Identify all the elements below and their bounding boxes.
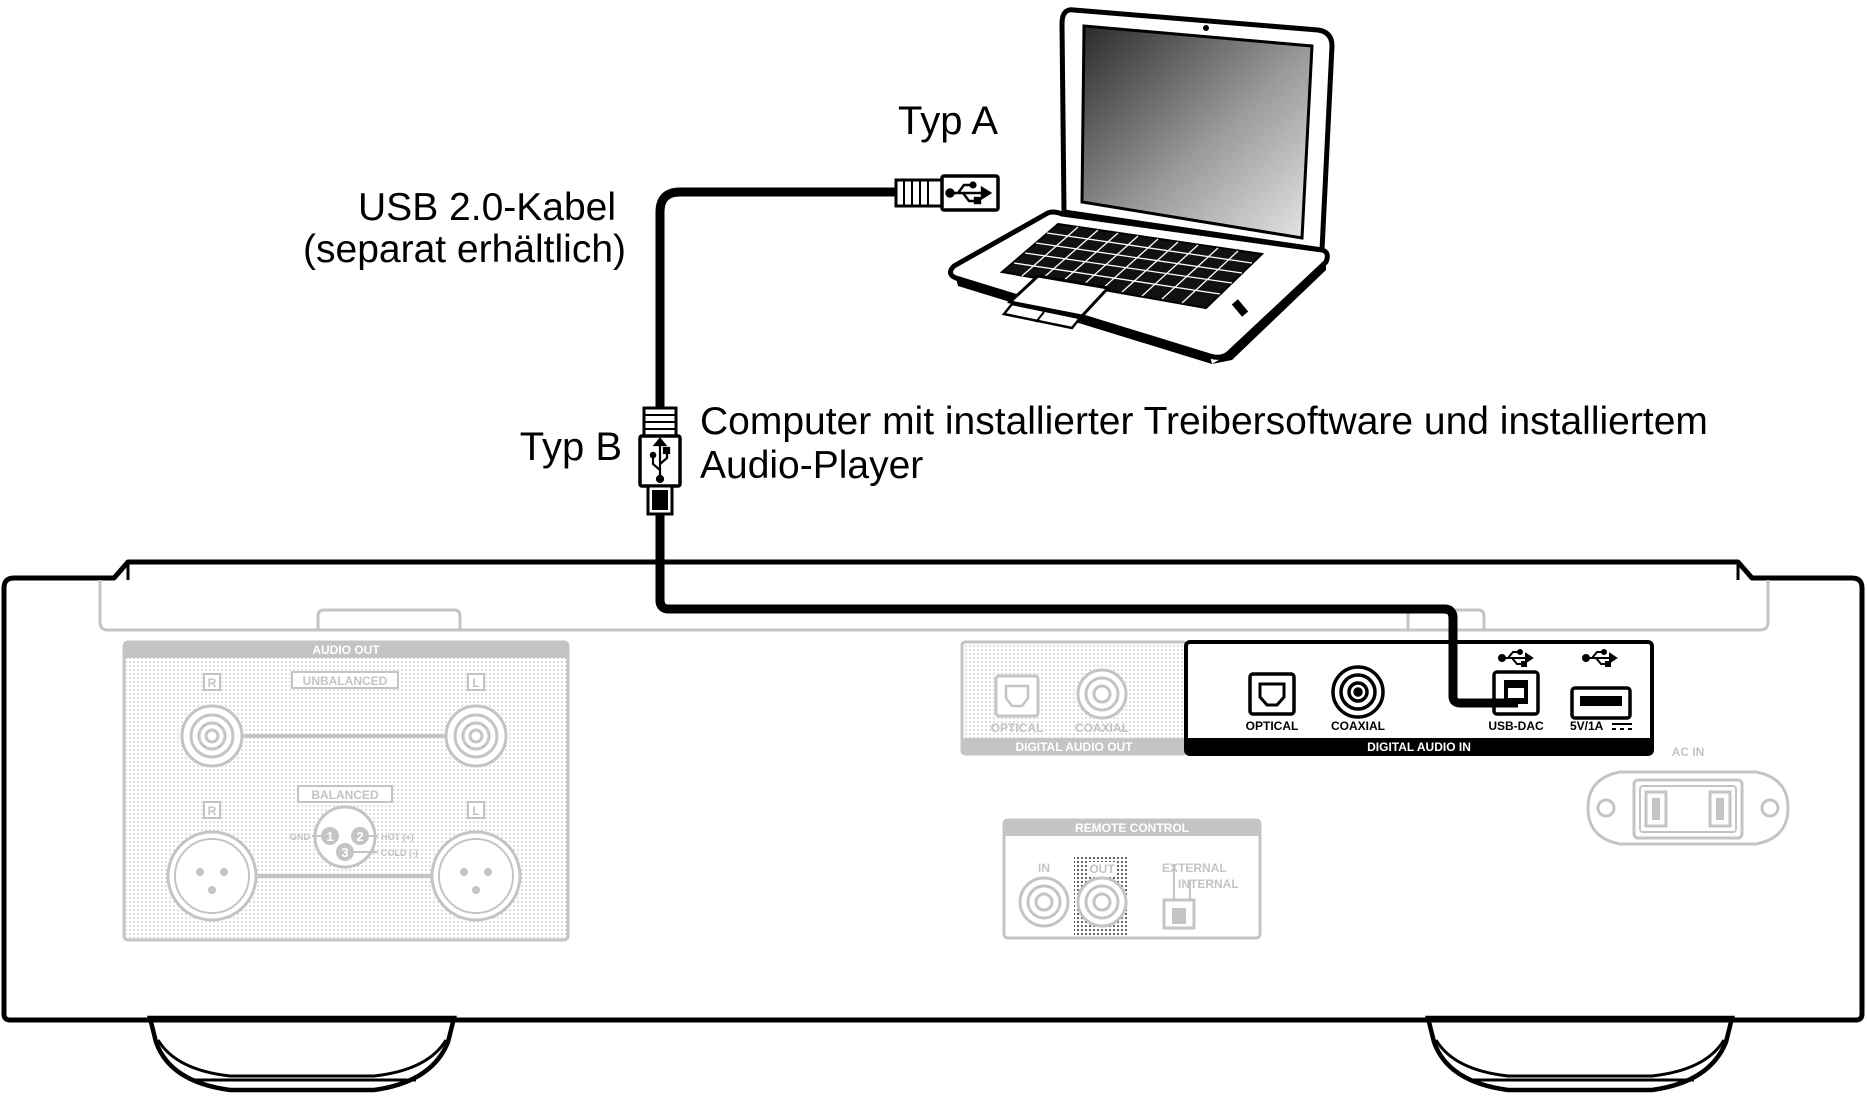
type-a-label: Typ A	[898, 99, 998, 143]
usb-symbol-icon	[945, 181, 993, 205]
optical-out-label: OPTICAL	[991, 721, 1044, 735]
dc-symbol-icon	[1612, 723, 1632, 730]
digital-audio-in-title: DIGITAL AUDIO IN	[1367, 740, 1471, 754]
unbalanced-label: UNBALANCED	[303, 674, 388, 688]
cold-label: COLD (-)	[381, 848, 418, 858]
balanced-l-label: L	[472, 804, 479, 818]
balanced-label: BALANCED	[311, 788, 379, 802]
usb-power-port[interactable]	[1570, 686, 1632, 720]
xlr-balanced-l[interactable]	[430, 830, 522, 922]
optical-in-port[interactable]	[1248, 672, 1296, 716]
gnd-label: GND	[290, 832, 311, 842]
remote-in-jack[interactable]	[1018, 876, 1070, 928]
type-b-label: Typ B	[520, 425, 622, 469]
digital-audio-out-section: DIGITAL AUDIO OUT OPTICAL COAXIAL	[960, 640, 1188, 756]
coaxial-out-port[interactable]	[1076, 668, 1128, 720]
digital-audio-out-title: DIGITAL AUDIO OUT	[1015, 740, 1133, 754]
coaxial-out-label: COAXIAL	[1075, 721, 1129, 735]
laptop-keyboard	[999, 222, 1265, 310]
usb-type-a-plug	[894, 174, 1000, 212]
remote-in-label: IN	[1038, 861, 1050, 875]
usb-symbol-icon	[649, 437, 671, 484]
device-foot-left	[147, 1015, 457, 1093]
pin-2-label: 2	[356, 829, 363, 844]
computer-label-line1: Computer mit installierter Treibersoftwa…	[700, 400, 1708, 443]
ac-in-label: AC IN	[1672, 745, 1705, 759]
remote-mode-switch[interactable]	[1162, 898, 1196, 930]
unbalanced-l-label: L	[472, 676, 479, 690]
computer-label-line2: Audio-Player	[700, 444, 923, 487]
remote-internal-label: INTERNAL	[1178, 877, 1239, 891]
laptop-touchpad	[1006, 274, 1111, 318]
remote-out-label: OUT	[1089, 862, 1115, 876]
hot-label: HOT (+)	[381, 832, 414, 842]
coaxial-in-port[interactable]	[1331, 665, 1385, 719]
usb-power-label: 5V/1A	[1570, 719, 1604, 733]
balanced-r-label: R	[208, 804, 217, 818]
unbalanced-r-label: R	[208, 676, 217, 690]
xlr-pin-diagram: 1 2 3 GND HOT (+) COLD (-)	[290, 805, 418, 869]
cable-label-line1: USB 2.0-Kabel	[358, 186, 616, 229]
pin-1-label: 1	[326, 829, 333, 844]
ac-inlet[interactable]	[1586, 770, 1790, 846]
coaxial-in-label: COAXIAL	[1331, 719, 1385, 733]
digital-audio-in-section: DIGITAL AUDIO IN OPTICAL COAXIAL	[1184, 640, 1654, 756]
laptop-computer	[948, 7, 1335, 364]
device-foot-right	[1425, 1015, 1735, 1093]
audio-out-title: AUDIO OUT	[312, 643, 380, 657]
audio-out-section: AUDIO OUT UNBALANCED R L BALANCED R L	[122, 640, 570, 942]
usb-symbol-icon	[1582, 649, 1618, 667]
ac-in-section: AC IN	[1586, 745, 1790, 846]
rca-unbalanced-r[interactable]	[180, 704, 244, 768]
remote-control-section: REMOTE CONTROL IN OUT EXTERNAL INTERNAL	[1002, 818, 1262, 940]
usb-dac-label: USB-DAC	[1488, 719, 1544, 733]
xlr-balanced-r[interactable]	[166, 830, 258, 922]
pin-3-label: 3	[341, 845, 348, 860]
rca-unbalanced-l[interactable]	[444, 704, 508, 768]
cable-label-line2: (separat erhältlich)	[303, 228, 626, 271]
remote-out-jack[interactable]	[1076, 876, 1128, 928]
remote-control-title: REMOTE CONTROL	[1075, 821, 1189, 835]
remote-external-label: EXTERNAL	[1162, 861, 1227, 875]
device-rear-panel: AUDIO OUT UNBALANCED R L BALANCED R L	[1, 559, 1865, 1093]
optical-in-label: OPTICAL	[1246, 719, 1299, 733]
usb-symbol-icon	[1498, 649, 1534, 667]
usb-type-b-plug	[638, 406, 682, 516]
optical-out-port[interactable]	[994, 674, 1040, 718]
usb-dac-port[interactable]	[1492, 670, 1540, 716]
